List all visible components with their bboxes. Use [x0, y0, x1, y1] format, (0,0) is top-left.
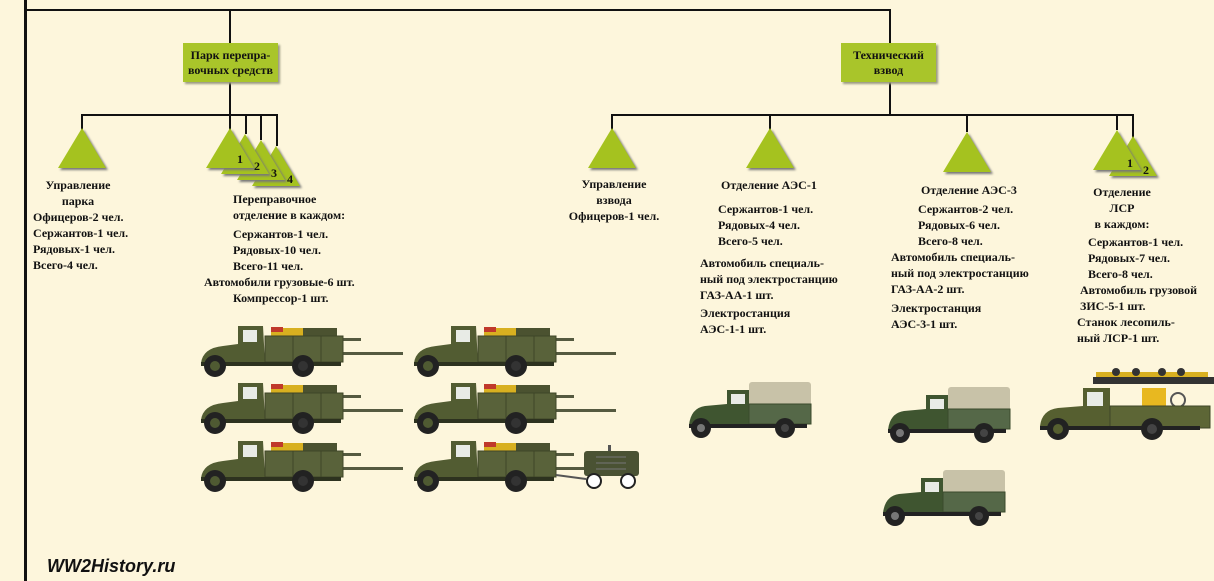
- connector-line: [1116, 114, 1118, 130]
- pontoon-truck: [413, 440, 616, 493]
- pontoon-truck: [193, 375, 403, 435]
- box-title-line: вочных средств: [187, 62, 274, 77]
- squad-number: 2: [1143, 163, 1149, 177]
- text-line: Сержантов-1 чел.: [718, 202, 814, 216]
- text-line: Рядовых-7 чел.: [1088, 251, 1170, 265]
- pontoon-truck: [193, 318, 403, 378]
- box-title-line: взвод: [873, 62, 904, 77]
- text-line: Рядовых-4 чел.: [718, 218, 800, 232]
- text-line: Компрессор-1 шт.: [233, 291, 329, 305]
- text-line: Станок лесопиль-: [1077, 315, 1175, 329]
- compressor-trailer: [555, 445, 639, 489]
- connector-line: [889, 82, 891, 116]
- covered-truck: [881, 468, 1006, 528]
- park-squad-text: Переправочное отделение в каждом: Сержан…: [204, 191, 355, 306]
- text-line: в каждом:: [1094, 217, 1150, 231]
- connector-line: [81, 114, 83, 130]
- connector-line: [1132, 114, 1134, 140]
- squad-number: 2: [254, 159, 260, 173]
- text-line: Всего-4 чел.: [33, 258, 98, 272]
- connector-line: [81, 114, 278, 116]
- text-line: Рядовых-1 чел.: [33, 242, 115, 256]
- pontoon-truck: [406, 318, 616, 378]
- text-line: АЭС-3-1 шт.: [891, 317, 958, 331]
- tech-management-text: Управление взвода Офицеров-1 чел.: [562, 176, 666, 224]
- text-line: ный под электростанцию: [700, 272, 838, 286]
- connector-line: [229, 82, 231, 130]
- text-line: Автомобиль специаль-: [700, 256, 824, 270]
- triangle-icon: [588, 128, 636, 168]
- connector-line: [260, 114, 262, 140]
- text-line: Автомобиль грузовой: [1080, 283, 1198, 297]
- connector-line: [24, 9, 891, 11]
- connector-line: [229, 10, 231, 44]
- text-line: АЭС-1-1 шт.: [700, 322, 767, 336]
- connector-line: [611, 114, 1134, 116]
- connector-line: [889, 10, 891, 44]
- text-line: Офицеров-1 чел.: [568, 209, 660, 223]
- text-line: Сержантов-1 чел.: [33, 226, 129, 240]
- squad-number: 3: [271, 166, 277, 180]
- text-line: взвода: [596, 193, 632, 207]
- squad-number: 1: [237, 152, 243, 166]
- pontoon-truck: [406, 375, 616, 435]
- text-line: Электростанция: [700, 306, 791, 320]
- aes1-text: Отделение АЭС-1 Сержантов-1 чел. Рядовых…: [700, 177, 838, 337]
- text-line: ный под электростанцию: [891, 266, 1029, 280]
- squad-number: 1: [1127, 156, 1133, 170]
- text-line: ГАЗ-АА-1 шт.: [700, 288, 774, 302]
- text-line: Сержантов-1 чел.: [233, 227, 329, 241]
- zis5-sawmill-truck: [1040, 368, 1214, 440]
- text-line: Электростанция: [891, 301, 982, 315]
- text-line: Переправочное: [233, 192, 317, 206]
- text-line: Всего-11 чел.: [233, 259, 304, 273]
- connector-line: [769, 114, 771, 130]
- text-line: Сержантов-2 чел.: [918, 202, 1014, 216]
- triangle-icon: [206, 128, 254, 168]
- text-line: парка: [61, 194, 95, 208]
- box-title-line: Технический: [853, 47, 924, 62]
- text-line: Отделение АЭС-1: [721, 178, 817, 192]
- text-line: Рядовых-10 чел.: [233, 243, 321, 257]
- connector-line: [245, 114, 247, 134]
- text-line: Отделение АЭС-3: [921, 183, 1017, 197]
- aes3-text: Отделение АЭС-3 Сержантов-2 чел. Рядовых…: [891, 182, 1029, 332]
- text-line: Управление: [581, 177, 647, 191]
- text-line: Всего-8 чел.: [918, 234, 983, 248]
- text-line: ный ЛСР-1 шт.: [1077, 331, 1160, 345]
- text-line: Офицеров-2 чел.: [33, 210, 124, 224]
- squad-number: 4: [287, 172, 293, 186]
- connector-line: [611, 114, 613, 130]
- lsr-text: Отделение ЛСР в каждом: Сержантов-1 чел.…: [1077, 184, 1197, 346]
- text-line: Отделение: [1093, 185, 1151, 199]
- text-line: Сержантов-1 чел.: [1088, 235, 1184, 249]
- watermark: WW2History.ru: [47, 556, 176, 576]
- connector-line: [276, 114, 278, 146]
- box-title-line: Парк перепра-: [190, 47, 271, 62]
- text-line: Рядовых-6 чел.: [918, 218, 1000, 232]
- triangle-icon: [943, 132, 991, 172]
- text-line: ГАЗ-АА-2 шт.: [891, 282, 965, 296]
- connector-line: [24, 0, 27, 581]
- text-line: Автомобиль специаль-: [891, 250, 1015, 264]
- connector-line: [966, 114, 968, 132]
- covered-truck: [886, 385, 1011, 445]
- text-line: отделение в каждом:: [233, 208, 346, 222]
- text-line: Всего-8 чел.: [1088, 267, 1153, 281]
- triangle-icon: [58, 128, 106, 168]
- text-line: Управление: [45, 178, 111, 192]
- text-line: ЗИС-5-1 шт.: [1080, 299, 1146, 313]
- triangle-icon: [1093, 130, 1141, 170]
- text-line: Всего-5 чел.: [718, 234, 783, 248]
- pontoon-truck: [193, 433, 403, 493]
- text-line: ЛСР: [1109, 201, 1135, 215]
- park-management-text: Управление парка Офицеров-2 чел. Сержант…: [33, 177, 128, 273]
- text-line: Автомобили грузовые-6 шт.: [204, 275, 355, 289]
- covered-truck: [687, 380, 812, 440]
- unit-box-park: Парк перепра-вочных средств: [183, 43, 278, 82]
- triangle-icon: [746, 128, 794, 168]
